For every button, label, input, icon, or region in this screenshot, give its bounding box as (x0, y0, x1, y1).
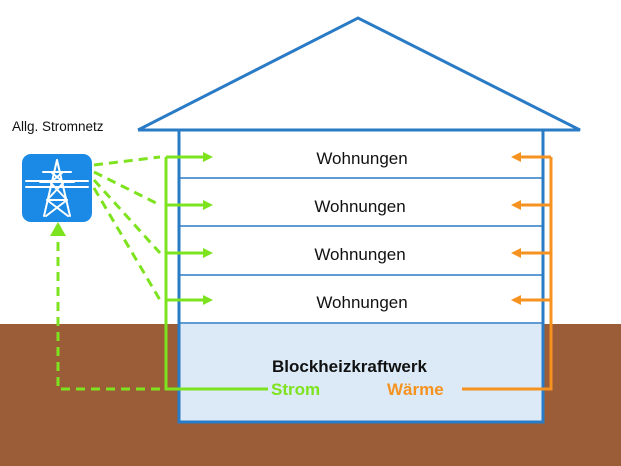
grid-label: Allg. Stromnetz (12, 119, 104, 134)
house-upper (179, 130, 543, 324)
grid-feed-dashed (92, 187, 162, 301)
power-pylon-icon (22, 154, 92, 222)
grid-return-arrowhead (50, 222, 66, 236)
electricity-label: Strom (271, 380, 320, 399)
floor-label: Wohnungen (314, 197, 405, 216)
basement (179, 324, 543, 422)
heat-label: Wärme (387, 380, 444, 399)
floor-label: Wohnungen (316, 293, 407, 312)
roof (137, 16, 581, 132)
grid-feed-dashed (92, 178, 162, 255)
floor-label: Wohnungen (316, 149, 407, 168)
grid-return-dashed (56, 230, 160, 391)
heat-riser (462, 157, 553, 391)
floor-label: Wohnungen (314, 245, 405, 264)
grid-feed-dashed (93, 170, 161, 207)
plant-title: Blockheizkraftwerk (272, 357, 427, 376)
electricity-riser (164, 157, 268, 391)
grid-feed-dashed (93, 155, 161, 167)
